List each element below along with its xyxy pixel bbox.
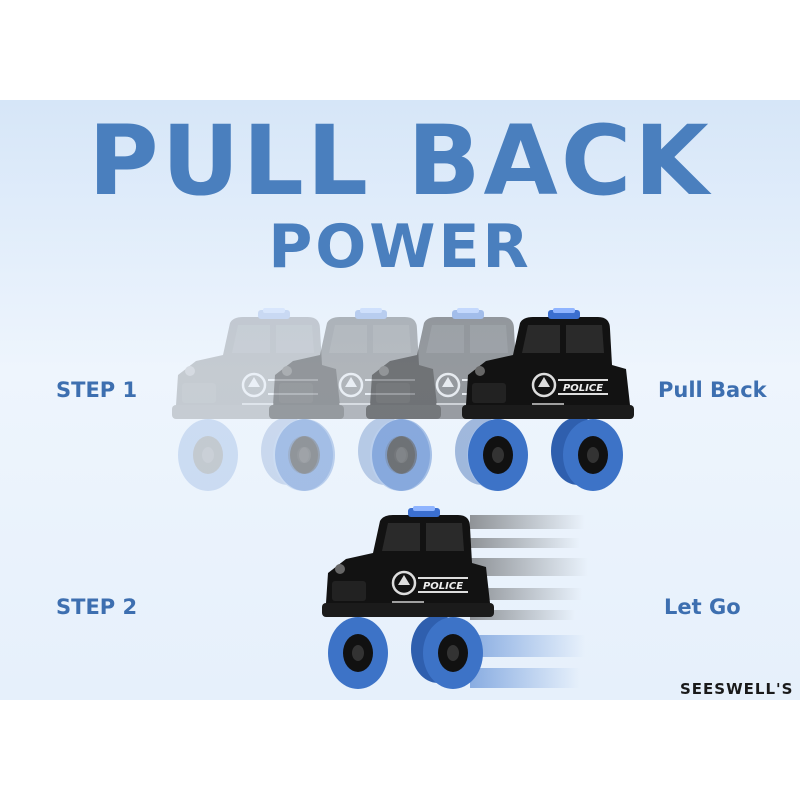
headline-line-1: PULL BACK bbox=[88, 105, 712, 217]
headline-line-2: POWER bbox=[268, 212, 532, 282]
brand-logo-text: SEESWELL'S bbox=[680, 680, 794, 698]
step-1-label: STEP 1 bbox=[56, 378, 138, 402]
speed-blur-lines bbox=[470, 515, 588, 688]
truck-decal: POLICE bbox=[423, 581, 463, 592]
truck-decal: POLICE bbox=[563, 383, 603, 394]
police-truck-pulled-back: POLICE bbox=[460, 306, 636, 493]
police-truck-released: POLICE bbox=[320, 504, 496, 691]
promo-panel: PULL BACK POWER POLICE POLICE STEP 1 bbox=[0, 100, 800, 700]
step-2-label: STEP 2 bbox=[56, 595, 138, 619]
step-1-action: Pull Back bbox=[658, 378, 767, 402]
step-2-action: Let Go bbox=[664, 595, 741, 619]
